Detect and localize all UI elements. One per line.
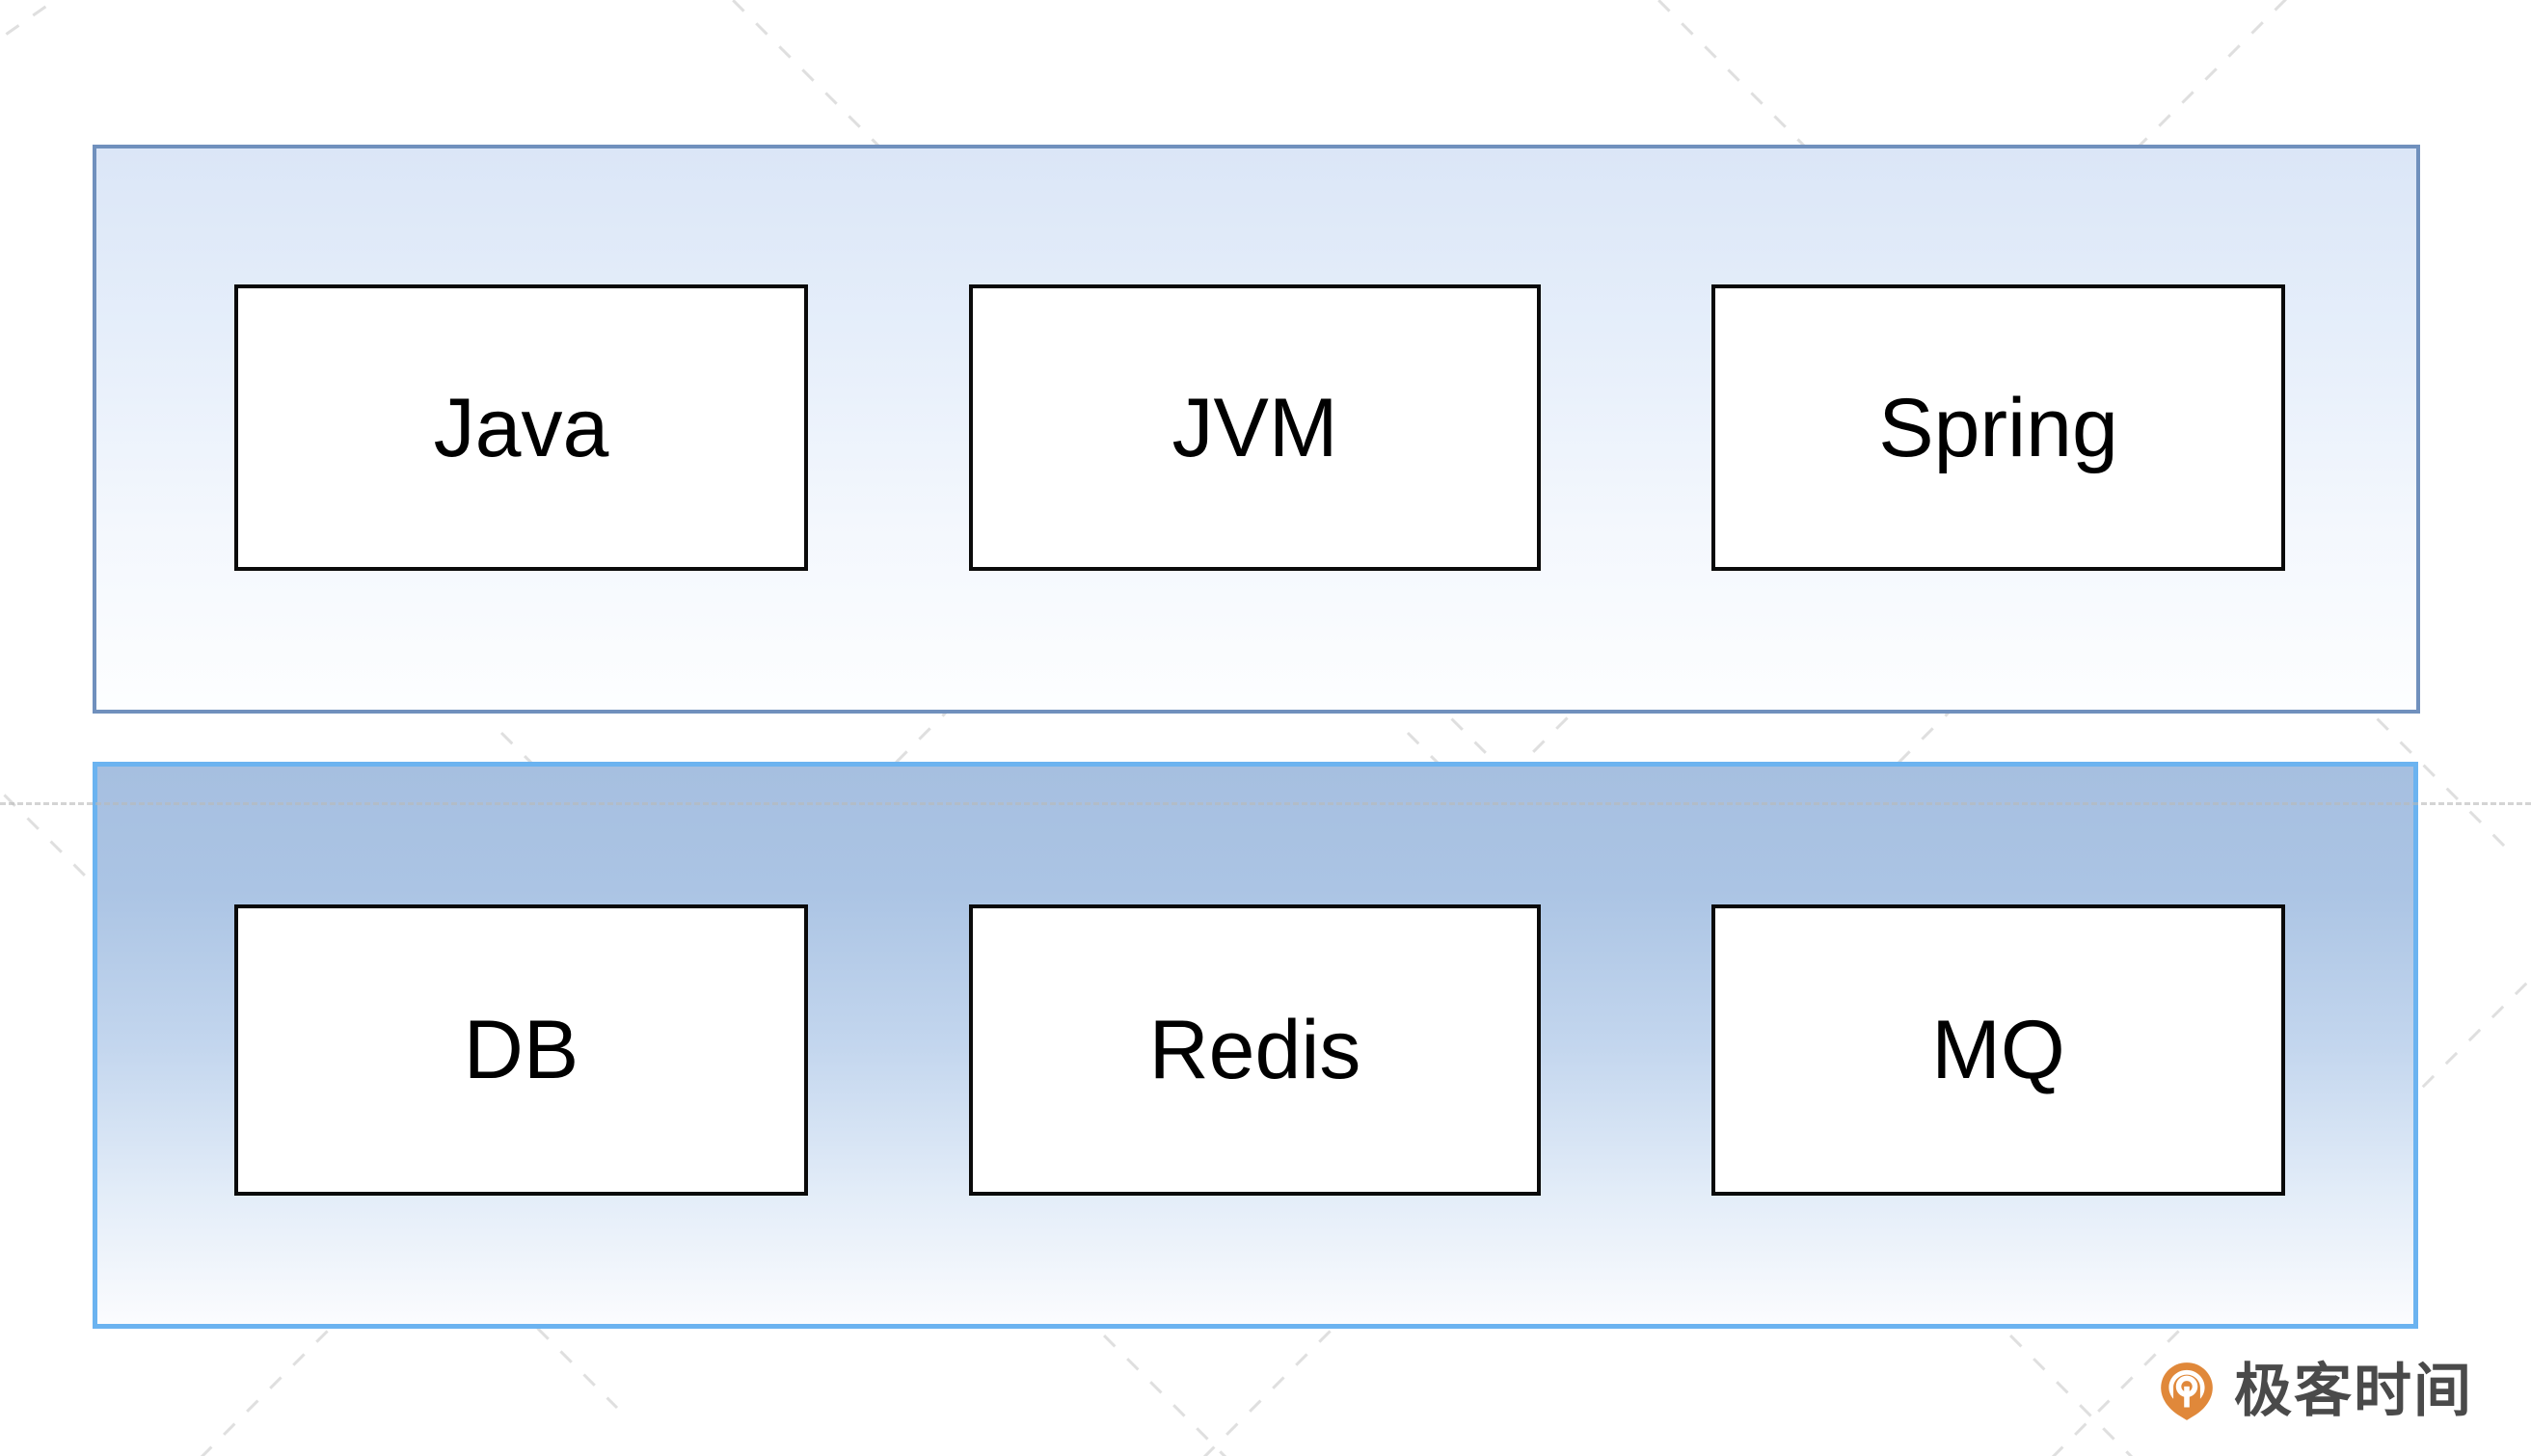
block-db-label: DB	[463, 1004, 579, 1096]
block-java[interactable]: Java	[234, 284, 808, 571]
block-spring-label: Spring	[1878, 381, 2118, 474]
block-redis-label: Redis	[1148, 1004, 1361, 1096]
geektime-logo-text: 极客时间	[2234, 1359, 2473, 1423]
block-jvm[interactable]: JVM	[969, 284, 1541, 571]
block-mq[interactable]: MQ	[1711, 904, 2285, 1196]
block-spring[interactable]: Spring	[1711, 284, 2285, 571]
block-java-label: Java	[433, 381, 609, 474]
geektime-logo-icon	[2161, 1362, 2213, 1420]
dashed-divider	[0, 802, 2531, 805]
block-db[interactable]: DB	[234, 904, 808, 1196]
block-mq-label: MQ	[1931, 1004, 2065, 1096]
geektime-brand-logo: 极客时间	[2155, 1360, 2473, 1423]
block-redis[interactable]: Redis	[969, 904, 1541, 1196]
block-jvm-label: JVM	[1171, 381, 1338, 474]
